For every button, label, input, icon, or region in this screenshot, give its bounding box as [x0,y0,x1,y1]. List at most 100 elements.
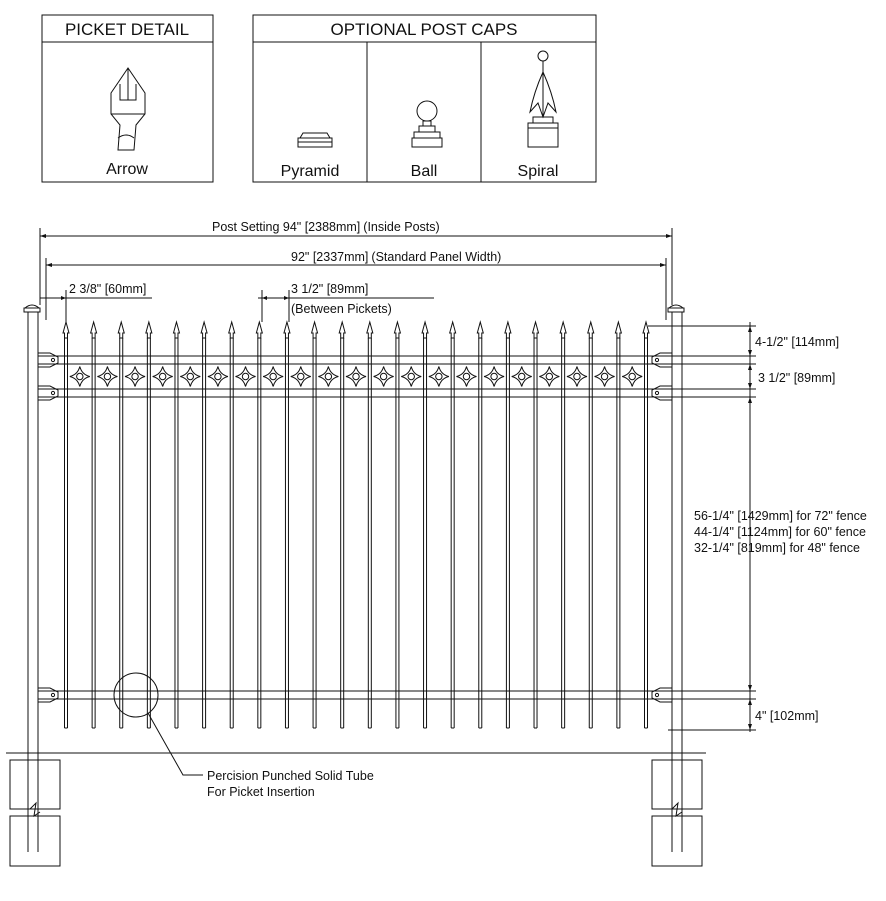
ornament-ring [352,372,360,381]
picket [283,320,291,729]
post-cap-label-spiral: Spiral [518,163,559,180]
picket [200,320,208,729]
height-48-dimension: 32-1/4" [819mm] for 48" fence [694,541,860,555]
ornament-ring [573,372,581,381]
ornament-ring [76,372,84,381]
dimension-lines [39,228,756,732]
post-caps-header: OPTIONAL POST CAPS [330,20,517,39]
ornament-ring [158,372,167,381]
top-height-dimension: 4-1/2" [114mm] [755,335,839,349]
picket [255,320,263,729]
picket [449,320,457,729]
ornament-diamond [345,366,367,387]
ornament-diamond [622,366,643,387]
ornament-ring [131,372,139,381]
ornament-ring [518,372,526,381]
ornament-diamond [207,366,229,387]
callout-line-1: Percision Punched Solid Tube [207,769,374,783]
post-cap-label-pyramid: Pyramid [281,163,340,180]
left-post [23,304,41,852]
ornament-diamond [594,366,615,387]
picket [338,320,346,729]
ornament-diamond [539,366,560,387]
ornament-diamond [318,366,339,387]
picket [228,320,236,729]
left-footing [9,759,61,867]
ornament-diamond [69,366,90,387]
ornament-ring [241,372,250,381]
rail-band-dimension: 3 1/2" [89mm] [758,371,835,385]
picket [421,320,429,729]
ornament-diamond [235,366,256,387]
right-footing [651,759,703,867]
ornament-ring [462,372,471,381]
ornament-ring [407,372,415,381]
post-cap-label-ball: Ball [411,163,438,180]
rail-brackets [38,352,672,703]
picket [476,320,484,729]
picket [393,320,402,729]
picket-detail-label: Arrow [106,161,148,178]
ornament-ring [545,372,554,381]
ornament-diamond [428,366,449,387]
callout-leader [147,712,203,776]
ornament-diamond [566,366,588,387]
ornament-ring [103,372,112,381]
ornament-diamond [263,366,284,387]
picket-detail-header: PICKET DETAIL [65,20,189,39]
ornament-diamond [456,366,477,387]
ornament-ring [379,372,388,381]
ornament-ring [297,372,305,381]
ornament-ring [628,372,636,381]
pickets [62,320,650,729]
fence-panel [6,304,706,867]
ornament-ring [214,372,222,381]
picket [366,320,374,729]
ornament-diamond [511,366,532,387]
picket [614,320,623,729]
bottom-rail [38,690,672,700]
picket [62,320,70,729]
ornament-diamond [483,366,505,387]
ornament-diamond [152,366,173,387]
picket [559,320,567,729]
post-setting-dimension: Post Setting 94" [2388mm](Inside Posts) [212,220,440,234]
picket [172,320,181,729]
picket [117,320,125,729]
middle-rail [38,388,672,398]
ornament-diamond [290,366,311,387]
ornament-diamond [401,366,422,387]
ornament-diamond [97,366,118,387]
ornament-diamond [180,366,201,387]
ornament-ring [435,372,443,381]
picket [504,320,512,729]
end-gap-dimension: 2 3/8" [60mm] [69,282,146,296]
pyramid-cap-icon [297,132,333,148]
right-post [667,304,685,852]
ornament-band [69,366,643,387]
bottom-height-dimension: 4" [102mm] [755,709,819,723]
picket-detail-panel: PICKET DETAIL Arrow [41,14,214,183]
picket [587,320,595,729]
ornament-ring [490,372,498,381]
picket [531,320,540,729]
panel-width-dimension: 92" [2337mm](Standard Panel Width) [291,250,501,264]
ornament-diamond [373,366,394,387]
arrow-picket-icon [110,67,146,151]
picket-spacing-dimension: 3 1/2" [89mm] [291,282,368,296]
picket [145,320,153,729]
ornament-diamond [124,366,146,387]
height-72-dimension: 56-1/4" [1429mm] for 72" fence [694,509,867,523]
top-rail [38,355,672,365]
ornament-ring [324,372,333,381]
ornament-ring [186,372,194,381]
height-60-dimension: 44-1/4" [1124mm] for 60" fence [694,525,866,539]
ornament-ring [269,372,277,381]
callout-circle [113,672,159,718]
spiral-cap-icon [527,50,559,148]
picket [642,320,650,729]
picket [89,320,98,729]
post-caps-panel: OPTIONAL POST CAPS Pyramid Ball Spi [252,14,597,183]
picket-spacing-note: (Between Pickets) [291,302,392,316]
